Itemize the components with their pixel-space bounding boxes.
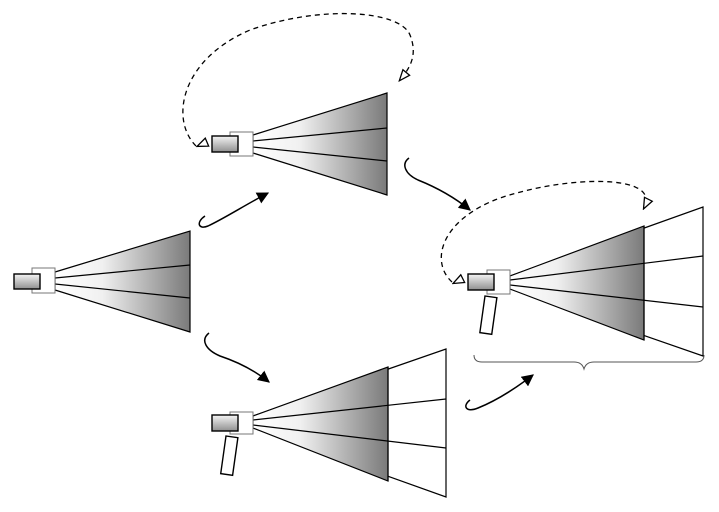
camera-body [211,135,239,153]
dashed-loop-top [182,12,414,147]
camera-bottom [211,348,447,498]
camera-body [467,273,495,291]
curly-brace-right [473,354,705,371]
frustum-bottom [252,366,389,482]
frustum-top [252,92,388,196]
extension-box-right [479,295,498,336]
flow-arrow-left-to-top [198,192,270,228]
camera-body [13,273,41,290]
dashed-loop-right-start-arrow [454,280,460,283]
frustum-ray [252,127,388,142]
frustum-ray [252,146,388,162]
frustum-ray [509,255,704,281]
camera-top [211,92,388,196]
dashed-loop-right [440,180,646,283]
frustum-ray [252,424,447,449]
camera-right [467,206,704,357]
frustum-ray [509,284,704,308]
frustum-ray [54,264,191,279]
camera-body [211,414,239,432]
frustum-left [54,230,191,333]
frustum-ray [54,283,191,299]
camera-left [13,230,191,333]
flow-arrow-top-to-right [404,157,471,211]
frustum-right [509,225,645,341]
flow-arrow-left-to-bottom [204,332,270,383]
frustum-ray [252,398,447,421]
extension-box-bottom [219,435,239,477]
flow-arrow-bottom-to-right [465,374,534,411]
dashed-loop-top-start-arrow [198,143,205,146]
